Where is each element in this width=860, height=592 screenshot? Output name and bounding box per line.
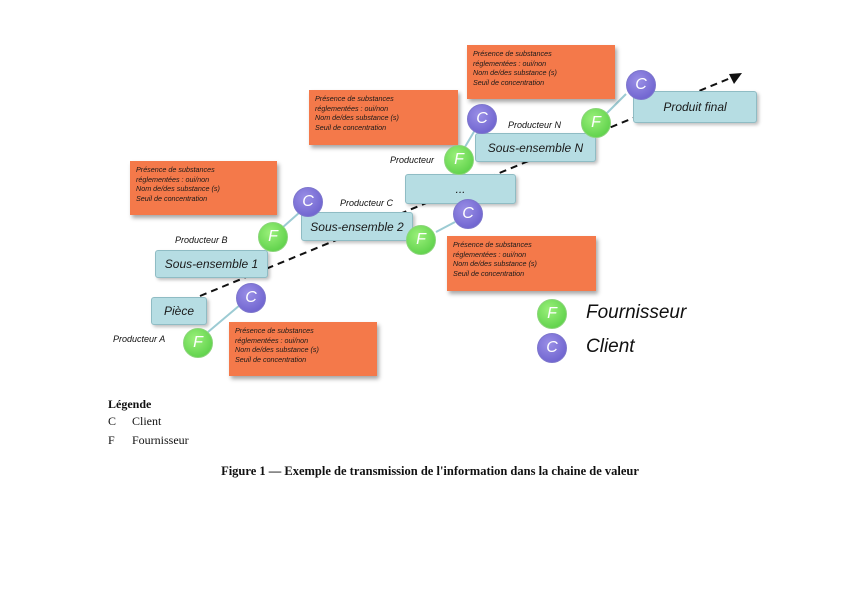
note-line: Nom de/des substance (s) bbox=[235, 345, 319, 355]
label-producteur-a: Producteur A bbox=[113, 334, 166, 344]
label-producteur-b: Producteur B bbox=[175, 235, 228, 245]
info-note-producteur-c: Présence de substances réglementées : ou… bbox=[309, 90, 458, 145]
note-line: Seuil de concentration bbox=[453, 268, 525, 278]
note-line: Nom de/des substance (s) bbox=[136, 184, 220, 194]
note-line: réglementées : oui/non bbox=[315, 103, 389, 113]
legend-item-client: C Client bbox=[108, 414, 161, 429]
info-note-producteur-b: Présence de substances réglementées : ou… bbox=[130, 161, 277, 215]
note-line: Présence de substances bbox=[453, 240, 532, 249]
note-line: Présence de substances bbox=[315, 94, 394, 103]
legend-key: F bbox=[108, 433, 115, 447]
legend-client-label: Client bbox=[586, 336, 635, 357]
note-line: Seuil de concentration bbox=[235, 354, 307, 364]
note-line: Présence de substances bbox=[136, 165, 215, 174]
box-sous-ensemble-1: Sous-ensemble 1 bbox=[155, 250, 268, 278]
box-ellipsis: ... bbox=[405, 174, 516, 204]
fournisseur-circle-c: F bbox=[406, 225, 436, 255]
note-line: Seuil de concentration bbox=[136, 193, 208, 203]
note-line: Nom de/des substance (s) bbox=[453, 259, 537, 269]
fournisseur-circle-n: F bbox=[581, 108, 611, 138]
fournisseur-circle-a: F bbox=[183, 328, 213, 358]
legend-fournisseur-label: Fournisseur bbox=[586, 302, 687, 323]
box-piece: Pièce bbox=[151, 297, 207, 325]
box-sous-ensemble-2: Sous-ensemble 2 bbox=[301, 212, 413, 241]
legend-client-circle: C bbox=[537, 333, 567, 363]
fournisseur-circle-producteur: F bbox=[444, 145, 474, 175]
box-sous-ensemble-n: Sous-ensemble N bbox=[475, 133, 596, 162]
note-line: Présence de substances bbox=[235, 326, 314, 335]
legend-value: Fournisseur bbox=[132, 433, 189, 447]
note-line: Nom de/des substance (s) bbox=[315, 113, 399, 123]
note-line: Nom de/des substance (s) bbox=[473, 68, 557, 78]
info-note-producteur-n: Présence de substances réglementées : ou… bbox=[467, 45, 615, 99]
figure-caption: Figure 1 — Exemple de transmission de l'… bbox=[221, 464, 639, 478]
client-circle-se2: C bbox=[453, 199, 483, 229]
legend-value: Client bbox=[132, 414, 162, 428]
info-note-producteur-c-client: Présence de substances réglementées : ou… bbox=[447, 236, 596, 291]
note-line: réglementées : oui/non bbox=[473, 58, 547, 68]
fournisseur-circle-b: F bbox=[258, 222, 288, 252]
note-line: réglementées : oui/non bbox=[453, 249, 527, 259]
box-produit-final: Produit final bbox=[633, 91, 757, 123]
legend-item-fournisseur: F Fournisseur bbox=[108, 433, 189, 448]
info-note-producteur-a: Présence de substances réglementées : ou… bbox=[229, 322, 377, 376]
note-line: Seuil de concentration bbox=[315, 122, 387, 132]
label-producteur: Producteur bbox=[390, 155, 435, 165]
label-producteur-n: Producteur N bbox=[508, 120, 562, 130]
client-circle-se1: C bbox=[293, 187, 323, 217]
legend-title: Légende bbox=[108, 397, 152, 411]
legend-fournisseur-circle: F bbox=[537, 299, 567, 329]
note-line: réglementées : oui/non bbox=[136, 174, 210, 184]
client-circle-piece: C bbox=[236, 283, 266, 313]
label-producteur-c: Producteur C bbox=[340, 198, 394, 208]
client-circle-sen: C bbox=[626, 70, 656, 100]
client-circle-dots: C bbox=[467, 104, 497, 134]
note-line: Seuil de concentration bbox=[473, 77, 545, 87]
note-line: Présence de substances bbox=[473, 49, 552, 58]
note-line: réglementées : oui/non bbox=[235, 335, 309, 345]
legend-key: C bbox=[108, 414, 117, 428]
